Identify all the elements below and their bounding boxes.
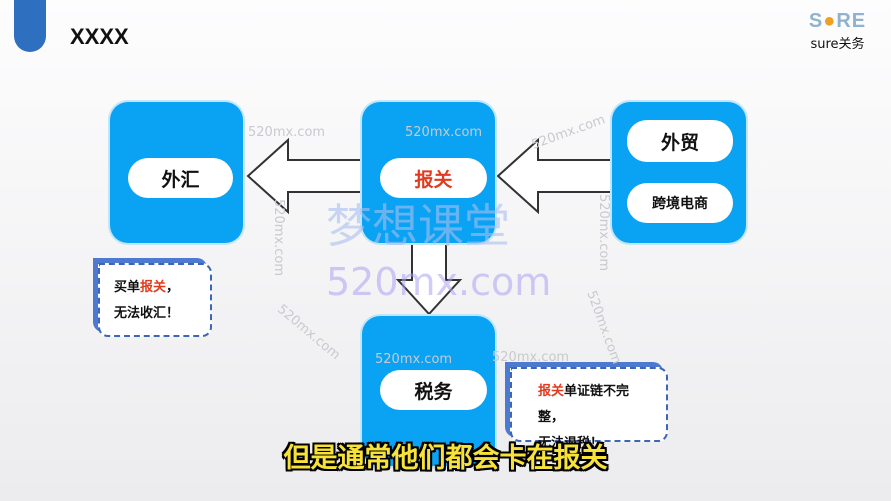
accent-bar [14,0,46,52]
note-highlight: 报关 [140,280,167,295]
logo: S●RE sure关务 [795,10,880,52]
customs-node: 报关 [380,158,487,198]
note-text: 买单 [114,280,141,295]
cross-border-node: 跨境电商 [627,183,733,223]
slide-title: XXXX [70,24,129,49]
watermark-small: 520mx.com [405,125,483,140]
tax-node: 税务 [380,370,487,410]
note-text: 单证链不完整， [538,384,630,425]
arrow-customs-to-tax [395,242,463,316]
watermark-small: 520mx.com [375,352,453,367]
note-text: 无法收汇！ [114,306,180,321]
note-text: 无法退税！ [538,436,604,451]
watermark-small: 520mx.com [271,198,287,277]
arrow-trade-to-customs [496,137,613,215]
forex-node: 外汇 [128,158,233,198]
note-tax: 报关单证链不完整， 无法退税！ [510,367,668,451]
arrow-customs-to-forex [246,137,363,215]
note-forex: 买单报关， 无法收汇！ [98,263,212,337]
watermark-small: 520mx.com [248,125,326,140]
note-text: ， [166,280,180,295]
watermark-site: 520mx.com [326,260,552,304]
watermark-big: 梦想课堂 [326,199,510,253]
logo-text: sure关务 [810,37,865,52]
logo-mark: S●RE [808,10,867,32]
trade-node: 外贸 [627,120,733,162]
watermark-small: 520mx.com [492,350,570,365]
watermark-small: 520mx.com [596,193,612,272]
video-subtitle: 但是通常他们都会卡在报关 [283,443,608,474]
note-highlight: 报关 [538,384,565,399]
